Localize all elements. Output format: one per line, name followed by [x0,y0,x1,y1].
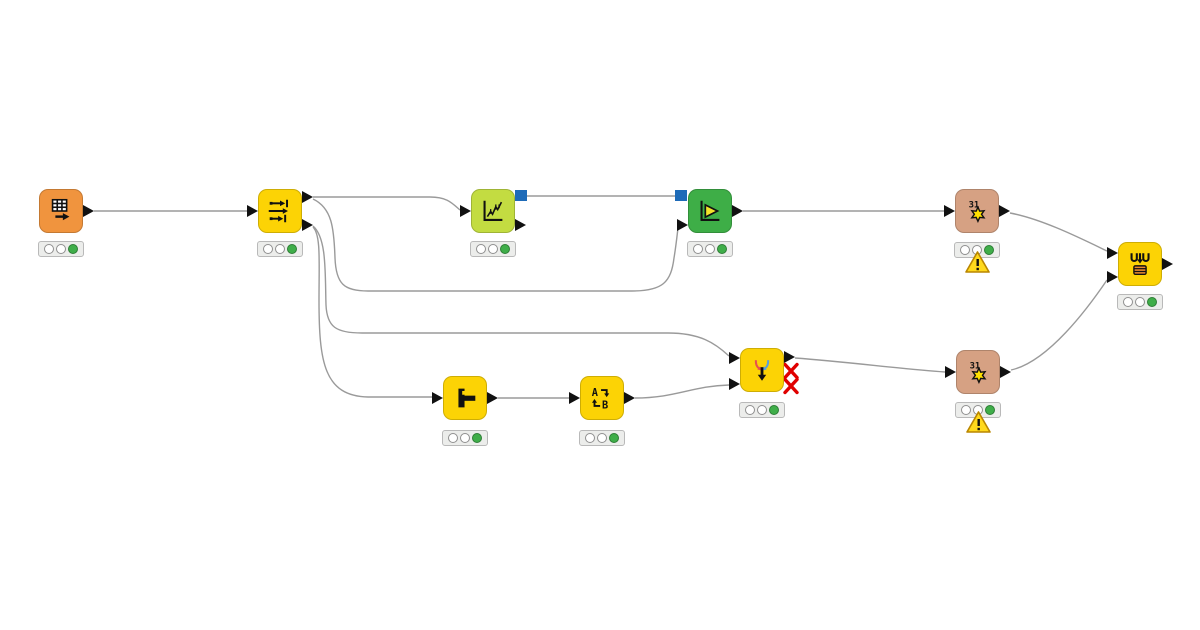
n6-input-port-top[interactable] [1107,247,1118,259]
svg-text:A: A [592,387,599,399]
n3-model-output-port[interactable] [515,190,527,201]
n4-model-input-port[interactable] [675,190,687,201]
partitioning-node-status-traffic-light [257,241,303,257]
status-light-yellow [757,405,767,415]
n2-output-port-top[interactable] [302,191,313,203]
scorer-star-icon: 31 [963,357,993,387]
n10-input-port[interactable] [945,366,956,378]
status-light-yellow [460,433,470,443]
table-arrow-icon [46,196,76,226]
status-light-red [44,244,54,254]
status-light-green [717,244,727,254]
n9-inactive-output-x-bottom [783,377,799,395]
n6-input-port-bottom[interactable] [1107,271,1118,283]
svg-text:31: 31 [970,361,981,371]
cell-replacer-node[interactable]: A B [580,376,624,420]
scorer-node-bottom-warning-icon [965,410,992,434]
status-light-red [585,433,595,443]
status-light-yellow [275,244,285,254]
status-light-green [68,244,78,254]
concatenate-node-status-traffic-light [1117,294,1163,310]
n2-output-port-bottom[interactable] [302,219,313,231]
n7-output-port[interactable] [487,392,498,404]
n9-input-port-top[interactable] [729,352,740,364]
svg-text:31: 31 [969,200,980,210]
cell-replacer-node-status-traffic-light [579,430,625,446]
data-source-node[interactable] [39,189,83,233]
status-light-yellow [488,244,498,254]
status-light-green [472,433,482,443]
learner-chart-icon [478,196,508,226]
merge-arrows-icon [747,355,777,385]
status-light-red [961,405,971,415]
svg-text:B: B [602,399,608,411]
status-light-yellow [1135,297,1145,307]
status-light-green [609,433,619,443]
scorer-node-bottom[interactable]: 31 [956,350,1000,394]
status-light-green [985,405,995,415]
n5-output-port[interactable] [999,205,1010,217]
connection-n10-n6[interactable] [1010,279,1108,371]
branch-merge-node[interactable] [740,348,784,392]
connection-n2-n7[interactable] [312,226,432,398]
status-light-green [984,245,994,255]
status-light-green [500,244,510,254]
a-to-b-icon: A B [587,383,617,413]
concatenate-node[interactable] [1118,242,1162,286]
status-light-green [287,244,297,254]
status-light-yellow [705,244,715,254]
connection-n2-n4[interactable] [312,198,679,292]
n3-output-port-bottom[interactable] [515,219,526,231]
n10-output-port[interactable] [1000,366,1011,378]
partitioning-node[interactable] [258,189,302,233]
n7-input-port[interactable] [432,392,443,404]
status-light-yellow [597,433,607,443]
n6-output-port[interactable] [1162,258,1173,270]
status-light-red [693,244,703,254]
n4-input-port-bottom[interactable] [677,219,688,231]
concatenate-icon [1125,249,1155,279]
status-light-red [745,405,755,415]
learner-node-status-traffic-light [470,241,516,257]
n3-input-port[interactable] [460,205,471,217]
n8-output-port[interactable] [624,392,635,404]
connection-n5-n6[interactable] [1009,212,1108,252]
n2-input-port[interactable] [247,205,258,217]
branch-merge-node-status-traffic-light [739,402,785,418]
n8-input-port[interactable] [569,392,580,404]
learner-node[interactable] [471,189,515,233]
n9-inactive-output-x-middle [783,362,799,380]
status-light-red [1123,297,1133,307]
joiner-node-status-traffic-light [442,430,488,446]
predictor-node[interactable] [688,189,732,233]
joiner-icon [450,383,480,413]
connection-n8-n9[interactable] [634,384,730,399]
scorer-star-icon: 31 [962,196,992,226]
scorer-node-top[interactable]: 31 [955,189,999,233]
connection-n9-n10[interactable] [794,357,946,373]
status-light-green [1147,297,1157,307]
n9-input-port-bottom[interactable] [729,378,740,390]
partition-icon [265,196,295,226]
n1-output-port[interactable] [83,205,94,217]
joiner-node[interactable] [443,376,487,420]
n4-output-port[interactable] [732,205,743,217]
n5-input-port[interactable] [944,205,955,217]
status-light-red [448,433,458,443]
data-source-node-status-traffic-light [38,241,84,257]
status-light-red [263,244,273,254]
predictor-icon [695,196,725,226]
scorer-node-top-warning-icon [964,250,991,274]
predictor-node-status-traffic-light [687,241,733,257]
status-light-yellow [56,244,66,254]
n9-output-port-top[interactable] [784,351,795,363]
status-light-red [960,245,970,255]
status-light-red [476,244,486,254]
status-light-green [769,405,779,415]
connection-n2-n9[interactable] [312,225,730,357]
connection-n2-n3[interactable] [313,196,461,211]
